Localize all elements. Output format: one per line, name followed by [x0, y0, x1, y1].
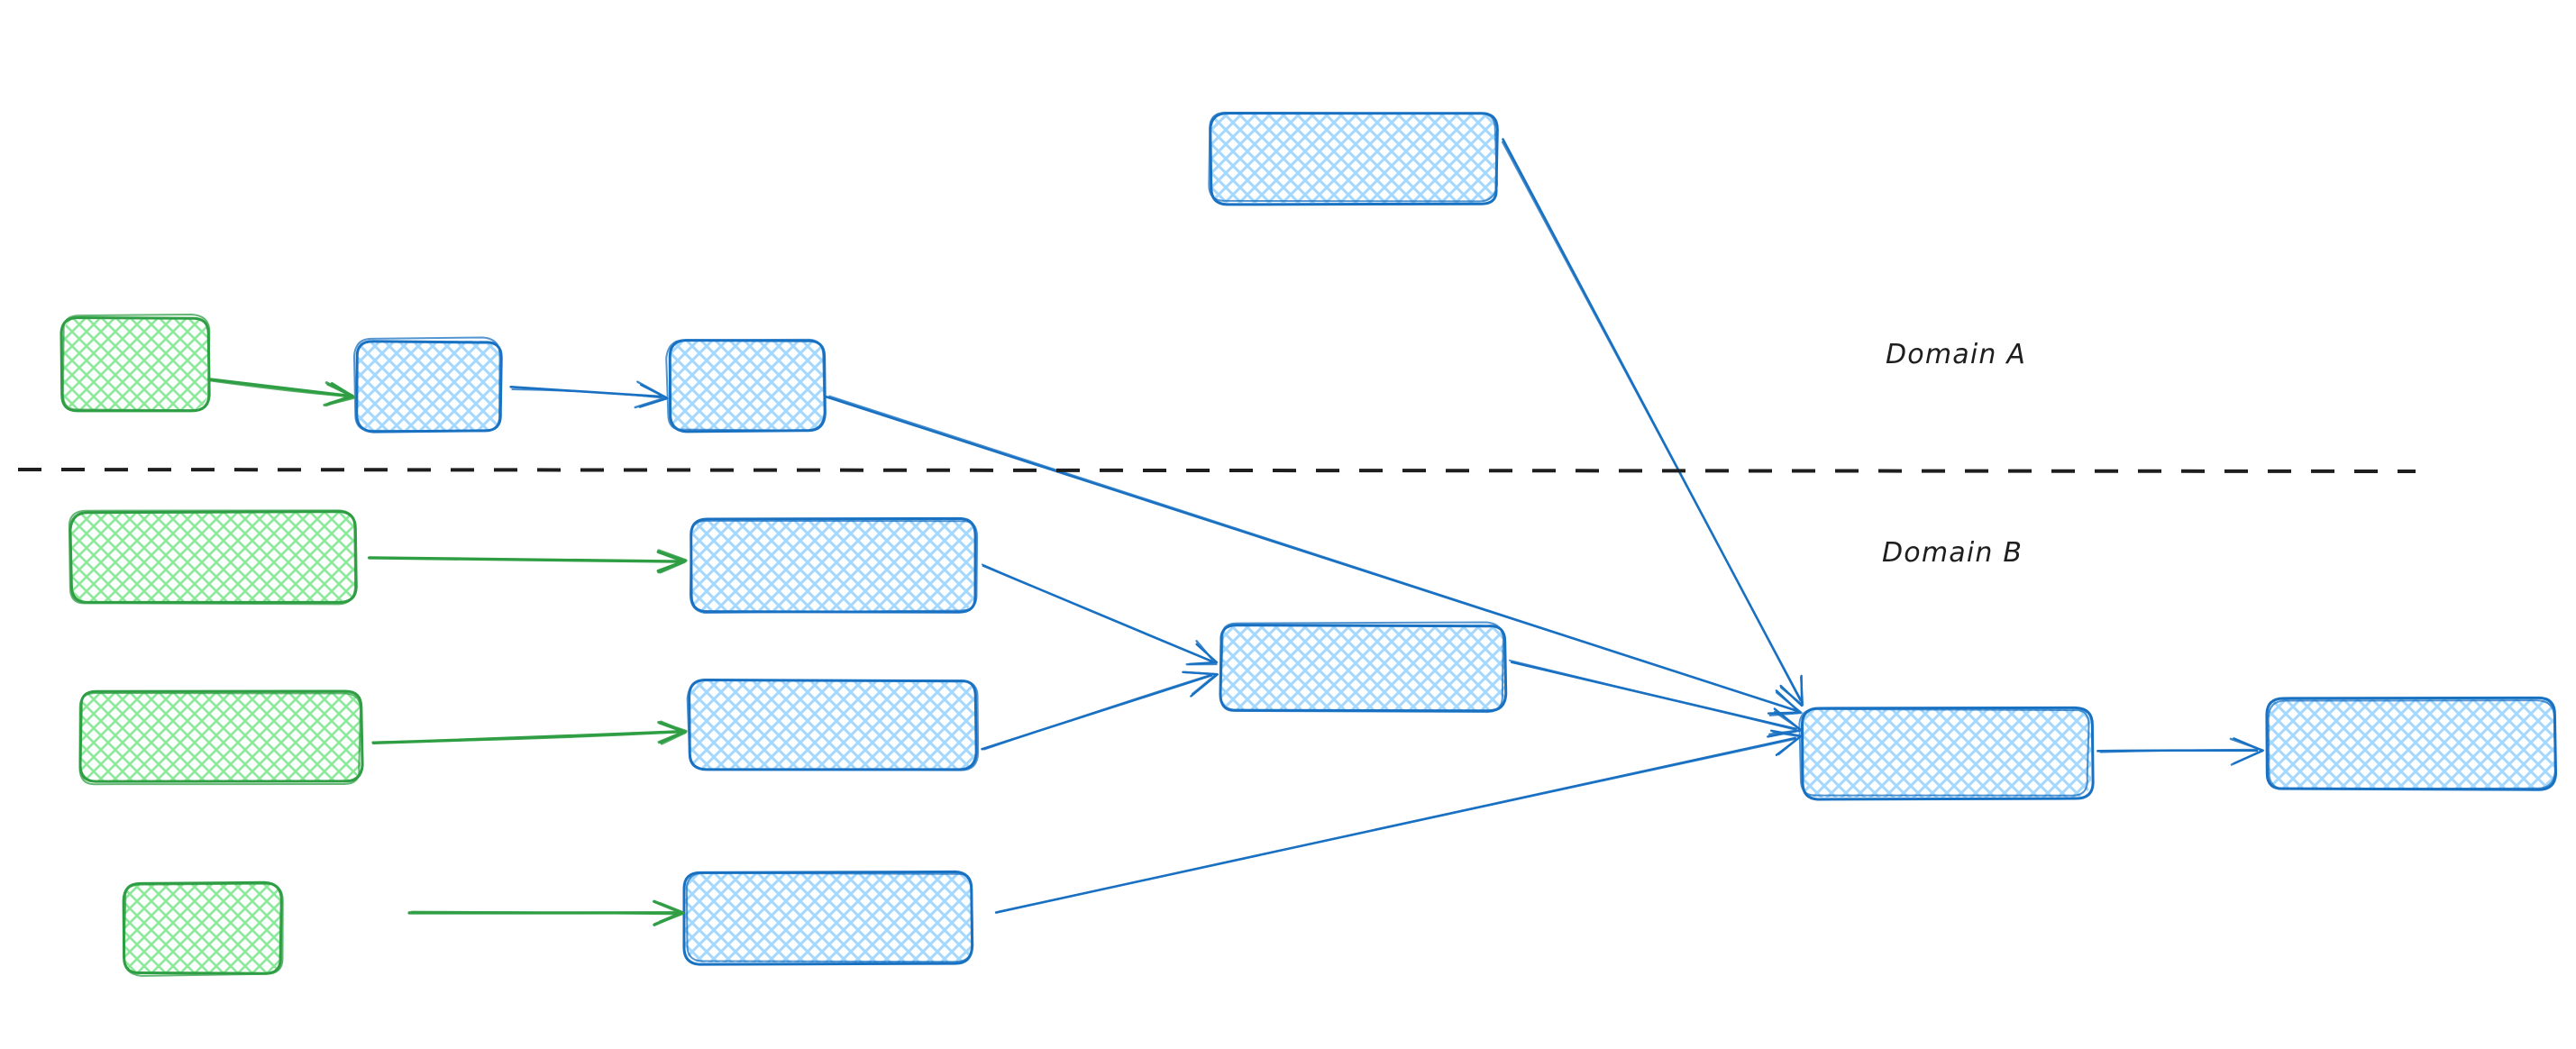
- edge-layer: [207, 138, 2264, 926]
- node-outline: [665, 338, 826, 432]
- node-fill: [356, 341, 500, 431]
- domain-b-label: Domain B: [1882, 537, 2023, 569]
- edge-shaft: [371, 731, 682, 743]
- edge-shaft: [1501, 141, 1803, 701]
- edge-shaft: [207, 378, 350, 397]
- node-outline: [61, 313, 211, 412]
- edge-arrowhead: [323, 381, 356, 407]
- node-layer: [59, 112, 2558, 977]
- node-fill: [690, 680, 975, 771]
- node-fill: [1803, 707, 2091, 798]
- edge-shaft: [410, 910, 679, 916]
- edge-e-b-st1-merge[interactable]: [981, 563, 1219, 666]
- node-fill: [685, 872, 972, 962]
- node-fill: [123, 883, 281, 973]
- node-outline: [1209, 112, 1499, 206]
- node-a-stage-1[interactable]: [352, 336, 503, 433]
- node-b-sink[interactable]: [2265, 696, 2558, 791]
- node-fill: [670, 341, 825, 431]
- domain-a-label: Domain A: [1886, 339, 2027, 370]
- node-outline: [2265, 696, 2558, 791]
- node-outline: [1798, 707, 2090, 797]
- edge-arrowhead: [1779, 676, 1804, 707]
- edge-arrowhead: [658, 902, 685, 924]
- node-outline: [686, 679, 980, 771]
- node-outline: [685, 871, 974, 963]
- node-fill: [1221, 625, 1505, 712]
- node-outline: [78, 692, 362, 786]
- edge-shaft: [1508, 659, 1795, 731]
- edge-e-a-stage1-stage2[interactable]: [509, 380, 669, 409]
- edge-arrowhead: [1184, 670, 1218, 696]
- node-fill: [79, 692, 361, 782]
- edge-e-a-top-hub[interactable]: [1501, 138, 1804, 707]
- edge-arrowhead: [1772, 730, 1802, 756]
- edge-arrowhead: [657, 720, 688, 744]
- node-b-hub[interactable]: [1798, 706, 2095, 801]
- node-b-source-1[interactable]: [68, 509, 358, 606]
- node-fill: [2267, 698, 2555, 789]
- edge-e-a-source-stage1[interactable]: [207, 378, 356, 407]
- node-b-stage-2[interactable]: [686, 679, 980, 771]
- edge-arrowhead: [1185, 640, 1218, 666]
- node-outline: [1219, 621, 1504, 714]
- node-a-source[interactable]: [59, 313, 211, 413]
- edge-arrowhead: [634, 380, 668, 409]
- node-fill: [690, 519, 975, 611]
- node-fill: [63, 317, 207, 410]
- edge-arrowhead: [2229, 737, 2264, 766]
- node-outline: [1208, 112, 1499, 203]
- node-fill: [1210, 113, 1496, 203]
- edge-e-b-src2-st2[interactable]: [371, 720, 688, 745]
- edge-e-b-st2-merge[interactable]: [981, 670, 1219, 751]
- edge-e-b-st3-hub[interactable]: [994, 729, 1803, 914]
- node-outline: [689, 519, 979, 614]
- edge-arrowhead: [657, 549, 688, 574]
- node-a-top[interactable]: [1208, 112, 1499, 206]
- edge-shaft: [2099, 748, 2259, 753]
- edge-shaft: [981, 563, 1214, 663]
- node-b-source-3[interactable]: [122, 880, 284, 977]
- node-b-stage-3[interactable]: [682, 870, 974, 966]
- domain-divider: [17, 468, 2416, 473]
- edge-shaft: [511, 388, 663, 399]
- node-a-stage-2[interactable]: [665, 338, 827, 433]
- node-b-merge[interactable]: [1219, 621, 1508, 714]
- node-outline: [352, 336, 501, 433]
- edge-e-b-src3-st3[interactable]: [407, 899, 685, 926]
- node-outline: [1801, 706, 2095, 801]
- node-outline: [68, 509, 357, 606]
- node-outline: [2267, 699, 2556, 790]
- node-b-source-2[interactable]: [78, 689, 364, 786]
- separator-layer: [17, 468, 2416, 473]
- edge-shaft: [208, 379, 349, 397]
- node-outline: [123, 882, 284, 977]
- edge-e-b-src1-st1[interactable]: [368, 549, 688, 574]
- edge-shaft: [828, 395, 1798, 712]
- edge-shaft: [997, 738, 1797, 913]
- edge-shaft: [983, 673, 1212, 751]
- node-fill: [70, 512, 356, 602]
- edge-shaft: [369, 556, 681, 563]
- node-b-stage-1[interactable]: [689, 516, 979, 614]
- edge-e-b-hub-sink[interactable]: [2096, 737, 2264, 766]
